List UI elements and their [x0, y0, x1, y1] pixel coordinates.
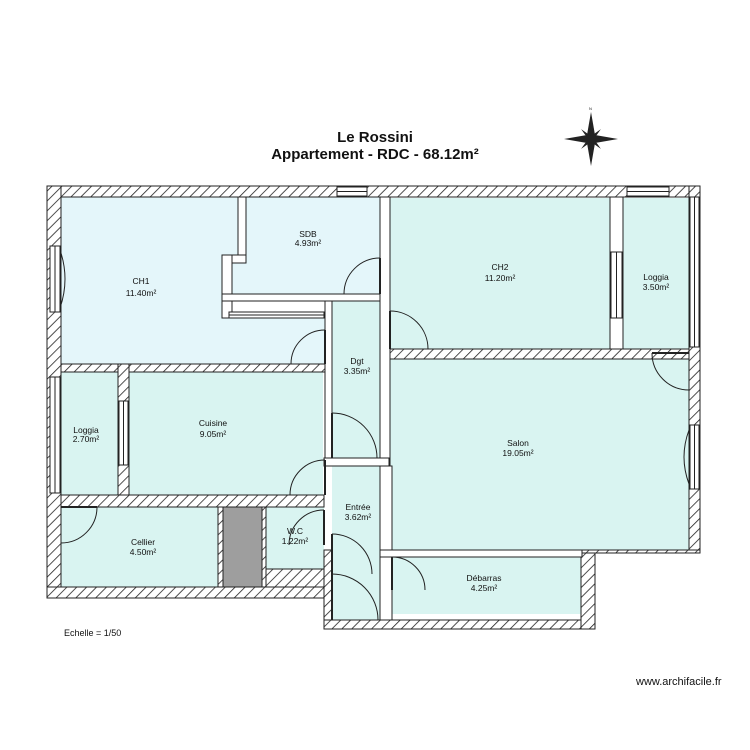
room-name: W.C [287, 526, 303, 536]
room-floor-cellier [61, 507, 218, 587]
room-label-loggia-left: Loggia 2.70m² [73, 425, 100, 444]
room-name: Dgt [350, 356, 364, 366]
room-area: 11.20m² [485, 273, 516, 283]
room-name: Salon [507, 438, 529, 448]
room-floor-salon [332, 359, 689, 550]
room-area: 11.40m² [126, 288, 157, 298]
door-dgt-salon [331, 412, 378, 459]
window-ch2-loggia [610, 251, 623, 319]
room-name: Loggia [73, 425, 99, 435]
door-ch2 [389, 310, 429, 350]
duct-shaft [222, 506, 263, 588]
room-name: SDB [299, 229, 317, 239]
room-area: 3.62m² [345, 512, 372, 522]
room-label-salon: Salon 19.05m² [502, 438, 533, 458]
floor-areas [61, 197, 690, 620]
room-label-ch1: CH1 11.40m² [126, 276, 157, 298]
room-floor-loggia-left [61, 372, 118, 495]
door-ch1 [290, 329, 326, 365]
windows [49, 186, 700, 494]
north-arrow-icon: N [564, 106, 618, 166]
room-labels: CH1 11.40m² SDB 4.93m² CH2 11.20m² Loggi… [73, 229, 670, 593]
window-ch2-north [626, 186, 670, 197]
window-salon-east [683, 424, 700, 490]
room-label-sdb: SDB 4.93m² [295, 229, 322, 248]
room-floor-wc [266, 507, 324, 569]
room-label-debarras: Débarras 4.25m² [467, 573, 502, 593]
room-name: Cellier [131, 537, 155, 547]
room-area: 4.25m² [471, 583, 498, 593]
room-name: CH1 [132, 276, 149, 286]
room-name: Loggia [643, 272, 669, 282]
room-name: Entrée [345, 502, 370, 512]
window-loggia-cuisine [118, 400, 129, 466]
plan-title: Le Rossini [337, 129, 413, 146]
north-label: N [589, 106, 592, 111]
room-label-loggia-right: Loggia 3.50m² [643, 272, 670, 292]
room-label-entree: Entrée 3.62m² [345, 502, 372, 522]
room-floor-sdb [232, 197, 380, 294]
window-loggia-right-east [689, 196, 700, 348]
doors [60, 257, 690, 621]
door-debarras [391, 556, 426, 591]
room-label-cuisine: Cuisine 9.05m² [199, 418, 228, 439]
room-area: 4.50m² [130, 547, 157, 557]
room-label-ch2: CH2 11.20m² [485, 262, 516, 283]
room-area: 2.70m² [73, 434, 100, 444]
door-wc [288, 509, 325, 546]
plan-subtitle: Appartement - RDC - 68.12m² [271, 146, 479, 163]
room-area: 19.05m² [502, 448, 533, 458]
window-sdb-north [336, 186, 368, 197]
room-area: 4.93m² [295, 238, 322, 248]
door-sdb [343, 257, 381, 295]
room-label-wc: W.C 1.22m² [282, 526, 309, 546]
room-label-cellier: Cellier 4.50m² [130, 537, 157, 557]
room-floor-dgt [332, 301, 380, 458]
window-ch1-west [49, 245, 66, 313]
room-floor-loggia-right [623, 198, 690, 349]
door-cellier [60, 506, 98, 544]
room-floor-ch2 [390, 198, 610, 349]
room-area: 9.05m² [200, 429, 227, 439]
scale-label: Echelle = 1/50 [64, 628, 122, 638]
room-floor-ch1 [61, 197, 325, 364]
room-area: 1.22m² [282, 536, 309, 546]
window-loggia-left-west [49, 376, 61, 494]
room-floor-entree [332, 466, 380, 620]
room-floor-debarras [392, 557, 581, 614]
room-area: 3.50m² [643, 282, 670, 292]
room-floor-cuisine [129, 372, 323, 495]
door-cuisine [289, 459, 326, 496]
room-name: CH2 [491, 262, 508, 272]
door-loggia-right [651, 352, 690, 391]
door-entree [331, 533, 379, 621]
room-name: Débarras [467, 573, 502, 583]
room-area: 3.35m² [344, 366, 371, 376]
room-label-dgt: Dgt 3.35m² [344, 356, 371, 376]
site-watermark: www.archifacile.fr [636, 676, 722, 688]
room-name: Cuisine [199, 418, 228, 428]
window-ch1-dgt [228, 311, 325, 319]
